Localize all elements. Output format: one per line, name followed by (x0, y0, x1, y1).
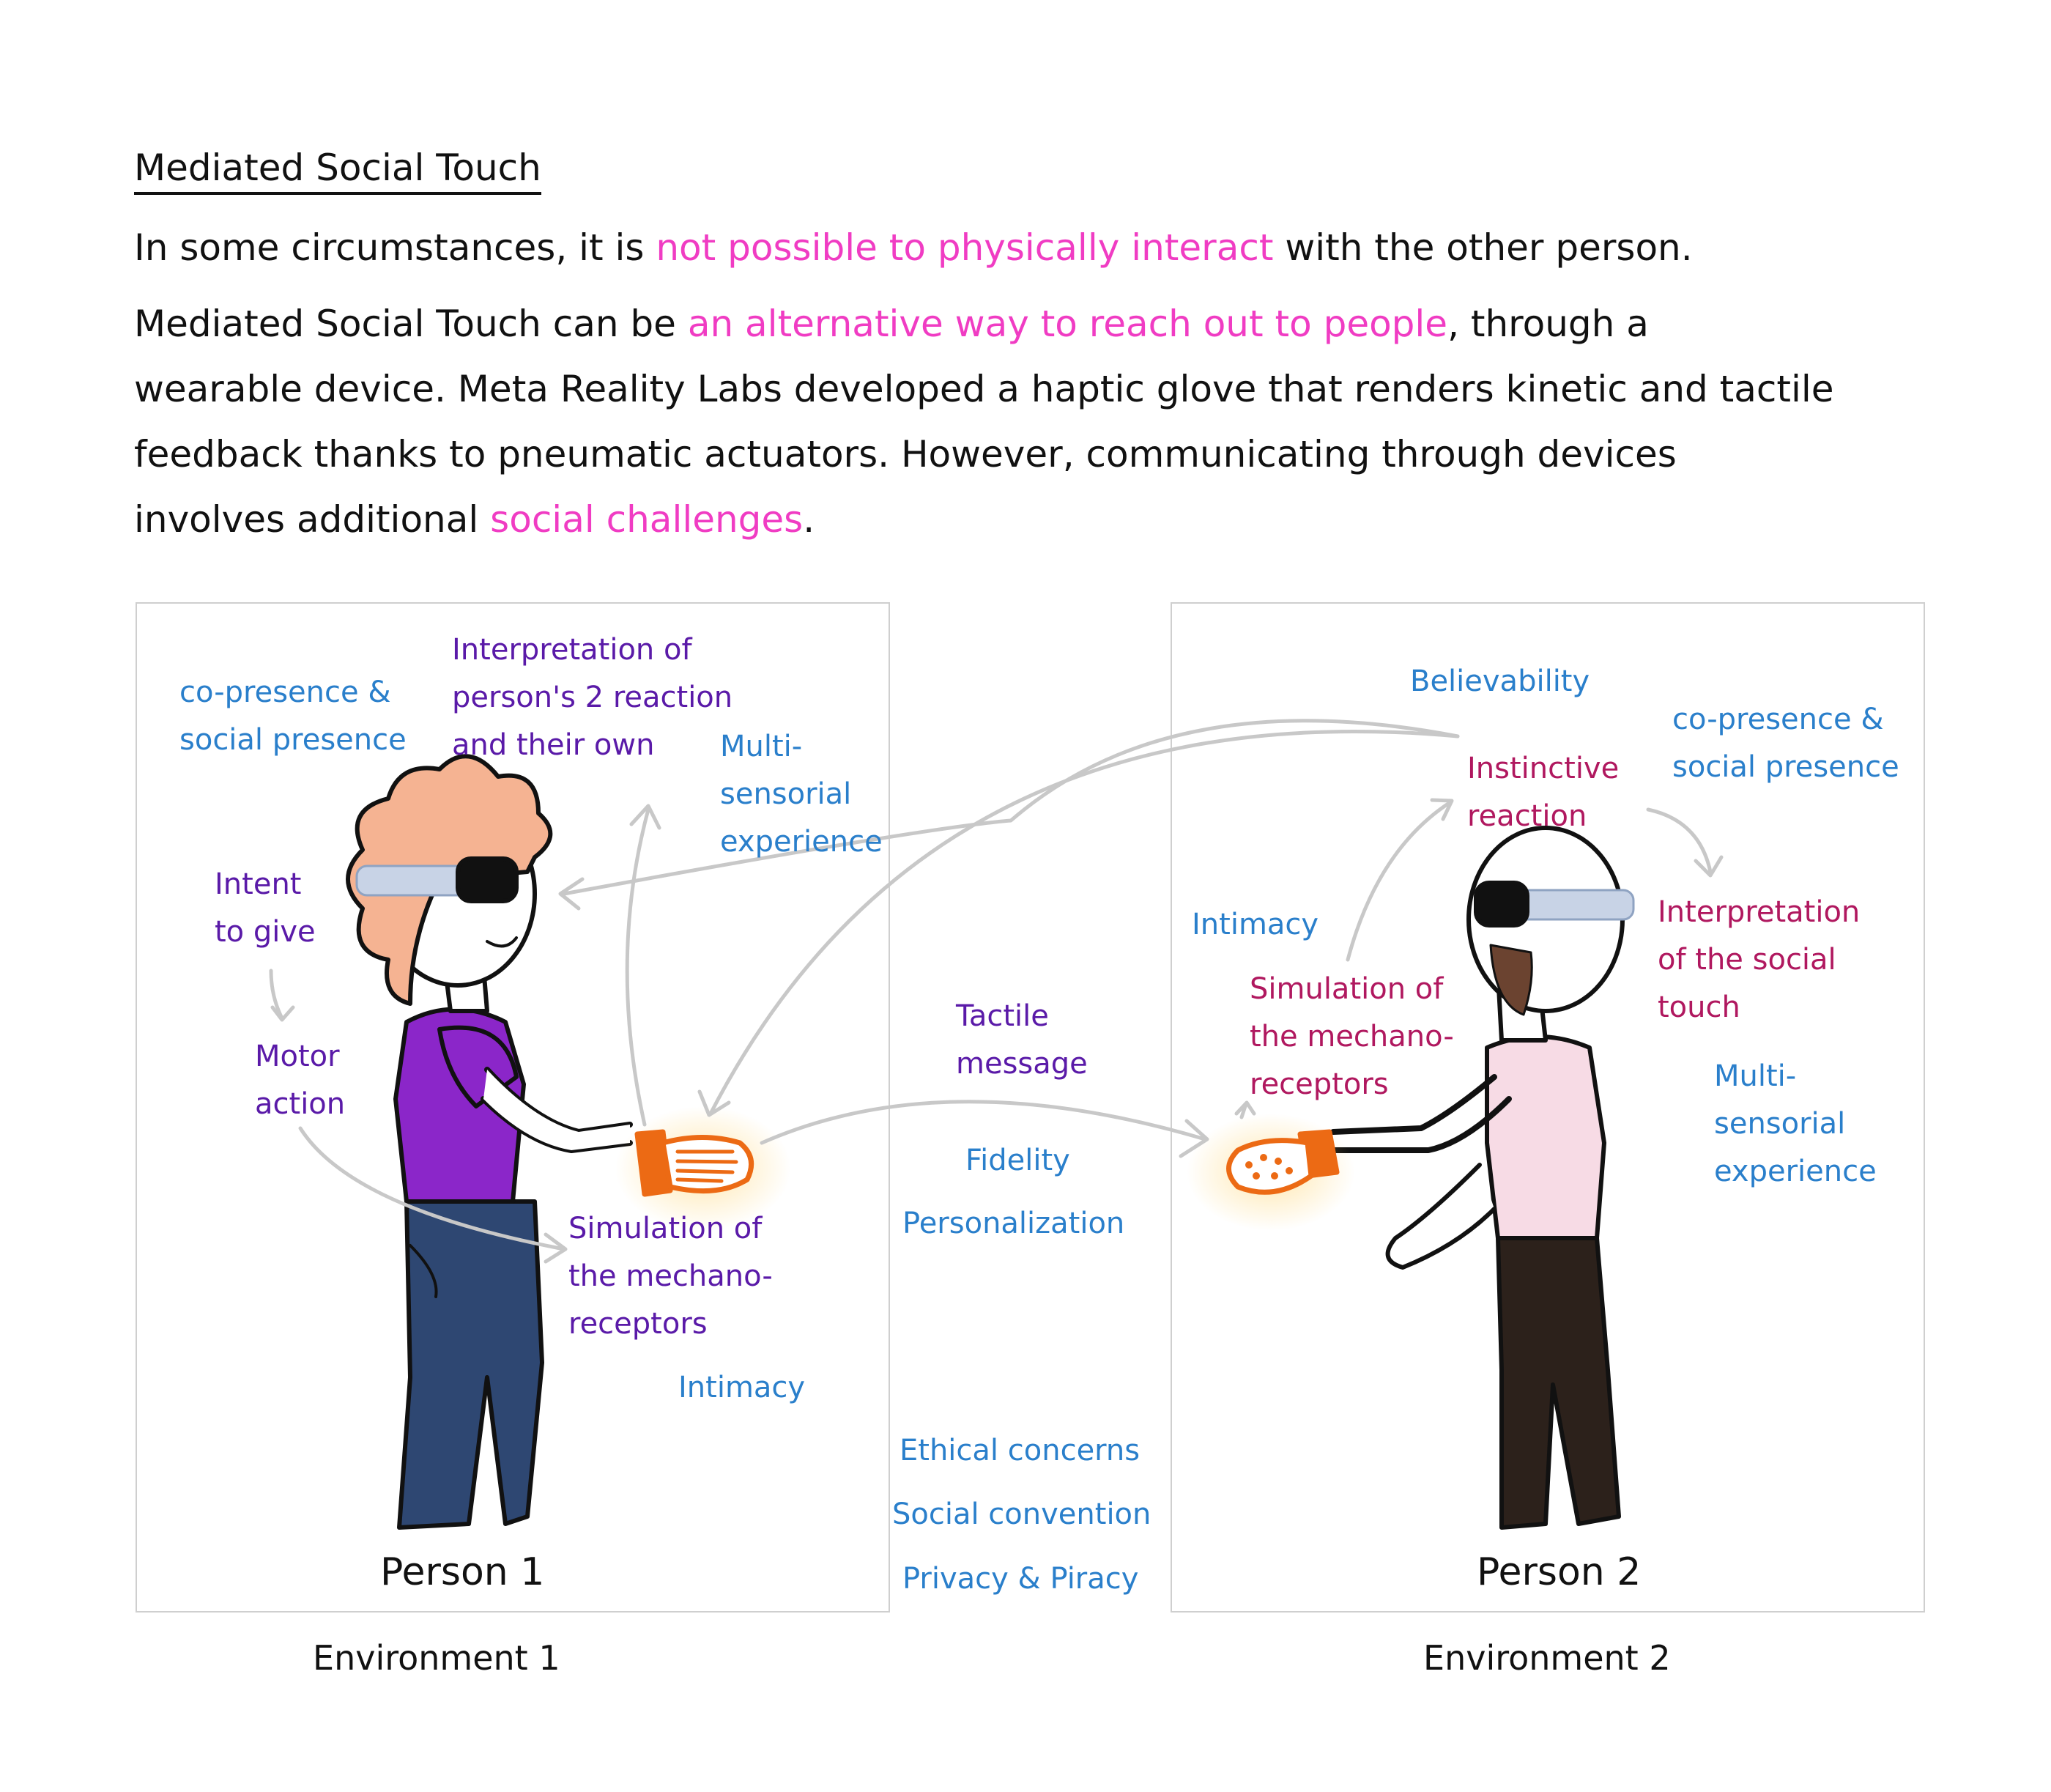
person-1-figure (346, 754, 633, 1530)
person-1-label: Person 1 (380, 1550, 545, 1594)
highlight-text: not possible to physically interact (656, 226, 1274, 269)
label-line: Intent (215, 867, 302, 901)
label-line: Multi- (1714, 1059, 1797, 1093)
label-personalization: Personalization (902, 1207, 1125, 1240)
intro-line-4: feedback thanks to pneumatic actuators. … (134, 433, 1677, 475)
label-ethical-concerns: Ethical concerns (900, 1434, 1141, 1467)
label-line: experience (1714, 1155, 1877, 1188)
intro-line-3: wearable device. Meta Reality Labs devel… (134, 368, 1834, 410)
highlight-text: social challenges (490, 498, 804, 541)
intro-line-1: In some circumstances, it is not possibl… (134, 226, 1693, 270)
arrow-motor-to-simulation (298, 1126, 566, 1251)
text-segment: involves additional (134, 498, 491, 541)
label-line: the mechano- (1250, 1020, 1454, 1054)
text-segment: with the other person. (1273, 226, 1693, 269)
arrow-reaction-to-interpretation (1646, 807, 1713, 874)
label-line: social presence (179, 723, 407, 757)
label-line: message (956, 1047, 1088, 1081)
label-intent: Intent to give (215, 861, 316, 956)
text-segment: Mediated Social Touch can be (134, 303, 688, 345)
label-line: Tactile (956, 999, 1049, 1033)
label-line: receptors (1250, 1067, 1389, 1101)
label-line: Multi- (720, 730, 803, 763)
label-line: Interpretation of (452, 633, 692, 667)
intro-line-5: involves additional social challenges. (134, 497, 815, 541)
label-believability: Believability (1410, 664, 1590, 698)
arrow-simulation-to-interpretation (625, 807, 650, 1127)
label-line: of the social (1658, 943, 1836, 977)
person-2-figure (1330, 826, 1635, 1530)
label-motor-action: Motor action (255, 1033, 345, 1128)
label-line: co-presence & (179, 675, 391, 709)
label-line: receptors (568, 1307, 708, 1341)
label-line: Simulation of (568, 1212, 763, 1245)
label-intimacy-2: Intimacy (1192, 908, 1319, 941)
label-line: sensorial (1714, 1107, 1846, 1141)
arrow-tactile-message (760, 1100, 1207, 1145)
label-line: co-presence & (1672, 703, 1884, 736)
label-line: touch (1658, 991, 1740, 1024)
environment-1-label: Environment 1 (313, 1638, 560, 1678)
label-line: and their own (452, 728, 655, 762)
arrow-simulation-to-instinctive (1346, 800, 1453, 962)
arrow-reaction-to-glove-1 (708, 729, 1460, 1116)
label-line: Interpretation (1658, 895, 1861, 929)
label-line: Instinctive (1467, 752, 1620, 785)
label-copresence-1: co-presence & social presence (179, 669, 407, 764)
label-multisensorial-1: Multi- sensorial experience (720, 723, 883, 866)
label-line: to give (215, 915, 316, 949)
arrow-reaction-to-person-1-head (562, 719, 1460, 896)
text-segment: . (803, 498, 815, 541)
haptic-glove-1 (634, 1129, 754, 1197)
label-social-convention: Social convention (892, 1497, 1151, 1531)
text-segment: In some circumstances, it is (134, 226, 656, 269)
flow-arrows (269, 719, 1724, 1264)
arrow-glove-tick (1239, 1104, 1247, 1119)
label-multisensorial-2: Multi- sensorial experience (1714, 1053, 1877, 1196)
label-instinctive-reaction: Instinctive reaction (1467, 745, 1619, 840)
person-2-label: Person 2 (1477, 1550, 1642, 1594)
haptic-glove-2 (1226, 1129, 1340, 1195)
label-line: person's 2 reaction (452, 681, 733, 714)
label-copresence-2: co-presence & social presence (1672, 696, 1899, 791)
label-fidelity: Fidelity (965, 1144, 1070, 1177)
label-line: social presence (1672, 750, 1899, 784)
label-line: experience (720, 825, 883, 859)
intro-line-2: Mediated Social Touch can be an alternat… (134, 302, 1649, 346)
page-title: Mediated Social Touch (134, 145, 541, 195)
label-line: reaction (1467, 799, 1587, 833)
text-segment: , through a (1447, 303, 1649, 345)
label-line: action (255, 1087, 346, 1121)
label-interpretation-2: Interpretation of the social touch (1658, 889, 1860, 1032)
label-interpretation-1: Interpretation of person's 2 reaction an… (452, 626, 732, 769)
environment-2-label: Environment 2 (1423, 1638, 1671, 1678)
label-simulation-1: Simulation of the mechano- receptors (568, 1205, 773, 1348)
label-intimacy-1: Intimacy (678, 1371, 806, 1404)
label-line: Simulation of (1250, 972, 1444, 1006)
label-privacy-piracy: Privacy & Piracy (902, 1562, 1139, 1596)
label-tactile-message: Tactile message (956, 993, 1088, 1088)
label-simulation-2: Simulation of the mechano- receptors (1250, 966, 1454, 1108)
highlight-text: an alternative way to reach out to peopl… (687, 303, 1448, 345)
label-line: Motor (255, 1040, 340, 1073)
label-line: sensorial (720, 777, 852, 811)
arrow-intent-to-motor (269, 969, 284, 1021)
label-line: the mechano- (568, 1259, 773, 1293)
